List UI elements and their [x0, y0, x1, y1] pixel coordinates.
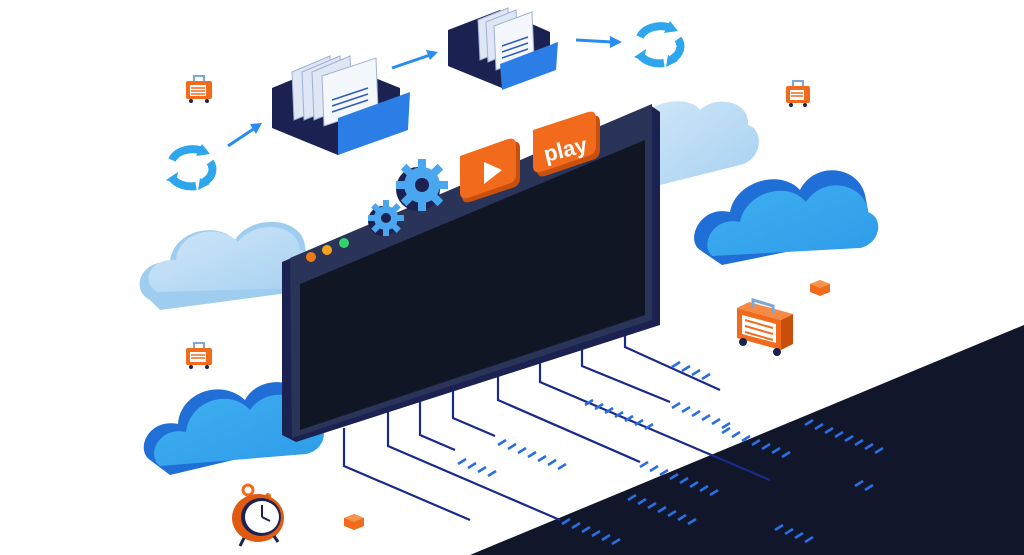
cloud-icon: [640, 101, 759, 185]
play-text-button[interactable]: play: [533, 111, 600, 177]
play-triangle-icon: [484, 162, 502, 184]
cloud-icon: [139, 221, 315, 310]
document-tray-icon: [448, 7, 558, 90]
window-close-dot[interactable]: [306, 252, 316, 262]
document-tray-icon: [272, 55, 410, 155]
toolbox-icon: [786, 80, 810, 107]
alarm-clock-icon: [232, 483, 284, 547]
cloud-icon: [694, 170, 879, 265]
flow-arrow: [575, 38, 613, 44]
cube-icon: [344, 514, 364, 530]
window-minimize-dot[interactable]: [322, 245, 332, 255]
toolbox-icon: [737, 297, 793, 356]
window-maximize-dot[interactable]: [339, 238, 349, 248]
arrow-head-icon: [426, 50, 438, 60]
flow-arrow: [227, 126, 256, 148]
cloud-icon: [143, 382, 324, 475]
arrow-head-icon: [250, 123, 262, 134]
gear-icon: [368, 200, 404, 236]
browser-window: [282, 104, 660, 442]
toolbox-icon: [186, 342, 212, 369]
gear-icon: [396, 159, 448, 211]
cube-icon: [810, 280, 830, 296]
dark-floor: [470, 325, 1024, 555]
flow-arrow: [391, 53, 431, 70]
circuit-dashes: [457, 360, 884, 546]
play-icon-button[interactable]: [460, 138, 520, 203]
toolbox-icon: [186, 75, 212, 103]
sync-cycle-icon: [166, 144, 217, 191]
sync-cycle-icon: [634, 21, 685, 68]
arrow-head-icon: [610, 36, 622, 48]
